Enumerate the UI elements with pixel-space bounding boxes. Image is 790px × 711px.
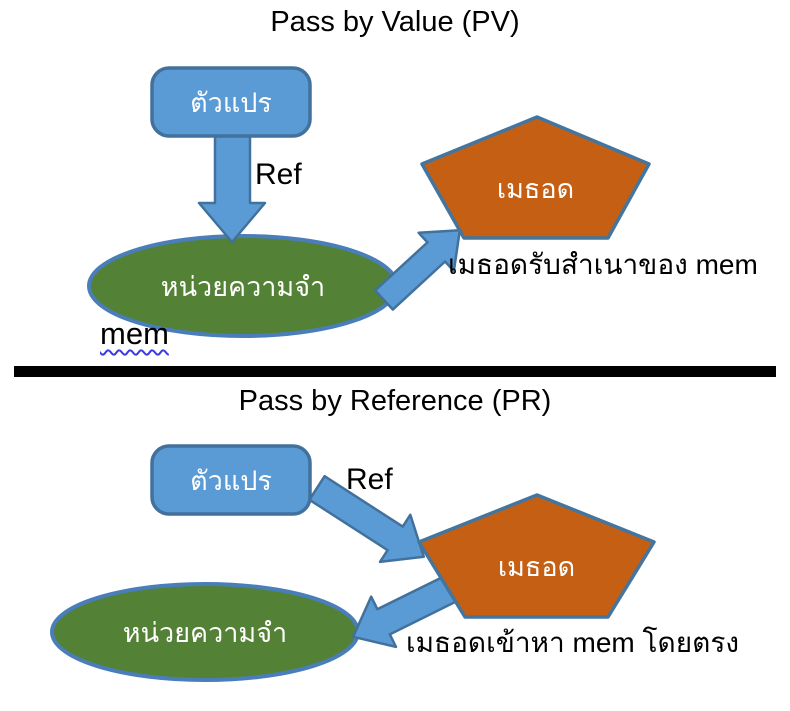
pr-variable-label: ตัวแปร (190, 465, 272, 496)
pr-method-pentagon (417, 493, 656, 619)
pv-ref-label: Ref (255, 158, 302, 191)
pv-mem-note: mem (100, 316, 169, 351)
pv-variable-label: ตัวแปร (190, 87, 272, 118)
pv-copy-arrow-shape (373, 229, 462, 311)
pr-ref-arrow (308, 474, 426, 564)
pr-memory-label: หน่วยความจำ (122, 617, 288, 648)
section-divider (14, 366, 776, 377)
pr-variable-box (150, 444, 312, 516)
pr-method-label: เมธอด (497, 551, 576, 582)
pv-copy-arrow (373, 229, 462, 311)
pv-method-label: เมธอด (496, 174, 575, 204)
pv-method-pentagon (420, 115, 651, 240)
pv-variable-box (150, 66, 312, 138)
pr-ref-label: Ref (346, 463, 393, 496)
pr-section-title: Pass by Reference (PR) (238, 385, 552, 417)
pv-memory-label: หน่วยความจำ (160, 271, 326, 302)
pv-caption: เมธอดรับสำเนาของ mem (448, 249, 758, 280)
pv-section-title: Pass by Value (PV) (270, 6, 520, 38)
pv-ref-arrow (197, 130, 267, 244)
pr-ref-arrow-shape (308, 474, 426, 564)
pr-caption: เมธอดเข้าหา mem โดยตรง (406, 627, 740, 658)
